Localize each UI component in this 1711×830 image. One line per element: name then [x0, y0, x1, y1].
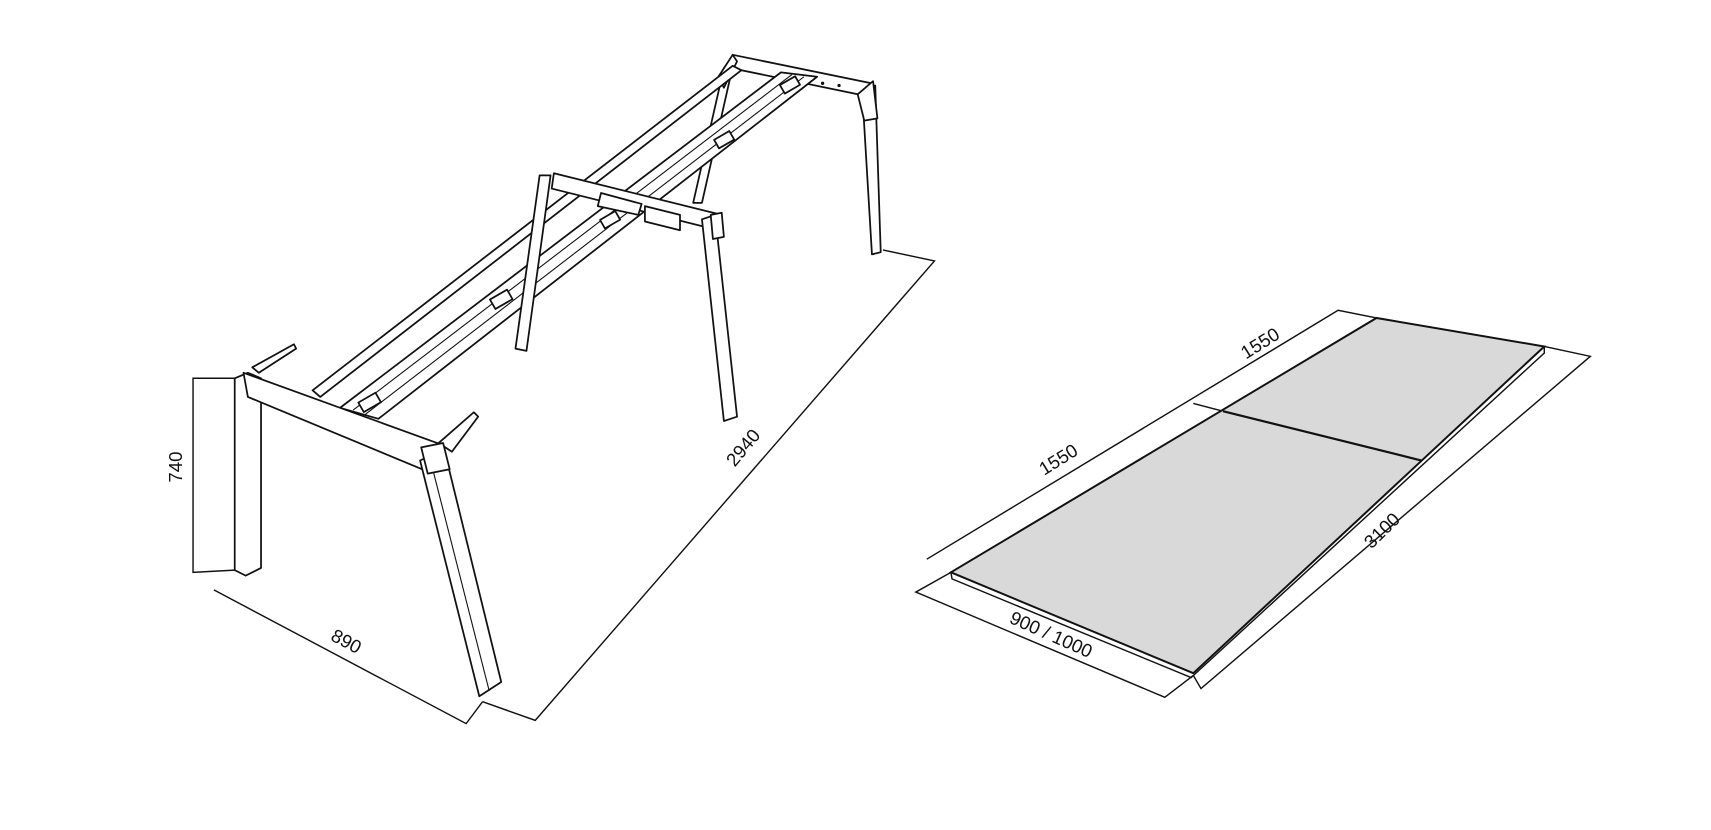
panel-divider	[1222, 410, 1422, 462]
dimension-mid-tick	[1193, 402, 1224, 412]
dimension-2940-line	[482, 249, 936, 722]
dimension-1550-line	[926, 309, 1377, 560]
long-beams	[311, 64, 818, 420]
middle-frame	[514, 172, 738, 422]
label-1550-bottom: 1550	[1035, 439, 1081, 479]
front-frame	[233, 343, 503, 698]
label-740: 740	[165, 452, 186, 483]
dimension-900-line	[914, 571, 1194, 699]
tabletop-drawing: 1550 1550 3100 900 / 1000	[914, 309, 1592, 699]
dimension-740-line	[192, 377, 235, 574]
frame-drawing: 740 890 2940	[165, 53, 936, 725]
dimension-890-line	[213, 589, 484, 725]
dimension-3100-line	[1192, 345, 1592, 690]
label-3100: 3100	[1360, 508, 1404, 552]
